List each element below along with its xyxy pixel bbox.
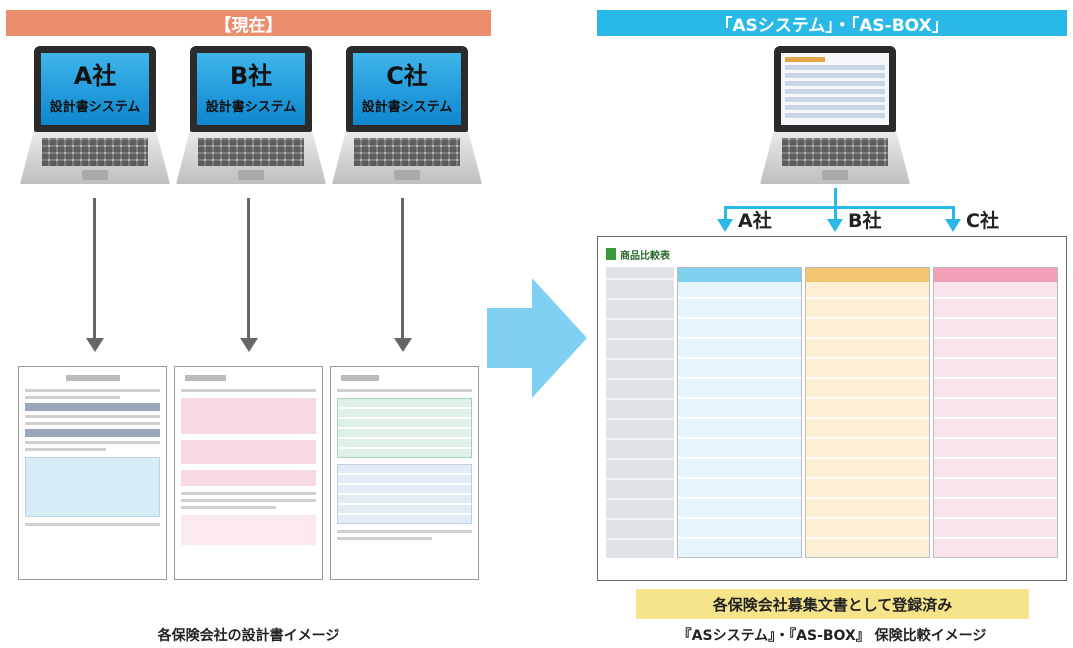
registered-label: 各保険会社募集文書として登録済み — [636, 589, 1029, 619]
laptop-c: C社 設計書システム — [332, 46, 482, 196]
branch-stem — [834, 188, 837, 208]
laptop-company-label: A社 — [73, 62, 117, 91]
branch-head-b — [827, 219, 843, 232]
laptop-as-system — [760, 46, 910, 196]
left-caption: 各保険会社の設計書イメージ — [157, 628, 340, 644]
arrow-line-a — [93, 198, 96, 340]
laptop-b: B社 設計書システム — [176, 46, 326, 196]
branch-bar — [724, 206, 955, 209]
sheet-title: 商品比較表 — [620, 250, 670, 262]
current-banner: 【現在】 — [6, 10, 491, 36]
branch-head-a — [717, 219, 733, 232]
branch-line-a — [724, 206, 727, 220]
transition-arrow — [487, 278, 587, 398]
document-c — [330, 366, 479, 580]
arrow-line-b — [247, 198, 250, 340]
sheet-column-c — [933, 267, 1058, 558]
arrow-head-b — [240, 338, 258, 352]
laptop-company-label: B社 — [229, 62, 273, 91]
laptop-system-label: 設計書システム — [49, 99, 141, 115]
arrow-head-c — [394, 338, 412, 352]
arrow-head-a — [86, 338, 104, 352]
branch-label-b: B社 — [848, 210, 882, 232]
laptop-system-label: 設計書システム — [205, 99, 297, 115]
branch-label-a: A社 — [738, 210, 772, 232]
sheet-logo-icon — [606, 248, 616, 260]
branch-line-b — [834, 206, 837, 220]
laptop-system-label: 設計書システム — [361, 99, 453, 115]
sheet-column-a — [677, 267, 802, 558]
comparison-sheet: 商品比較表 — [597, 236, 1067, 581]
branch-head-c — [945, 219, 961, 232]
as-system-banner: 「ASシステム」・「AS-BOX」 — [597, 10, 1067, 36]
arrow-line-c — [401, 198, 404, 340]
laptop-a: A社 設計書システム — [20, 46, 170, 196]
document-a — [18, 366, 167, 580]
branch-line-c — [952, 206, 955, 220]
sheet-column-b — [805, 267, 930, 558]
laptop-company-label: C社 — [386, 62, 428, 91]
right-caption: 『ASシステム』・『AS-BOX』 保険比較イメージ — [677, 628, 987, 644]
document-b — [174, 366, 323, 580]
branch-label-c: C社 — [966, 210, 999, 232]
